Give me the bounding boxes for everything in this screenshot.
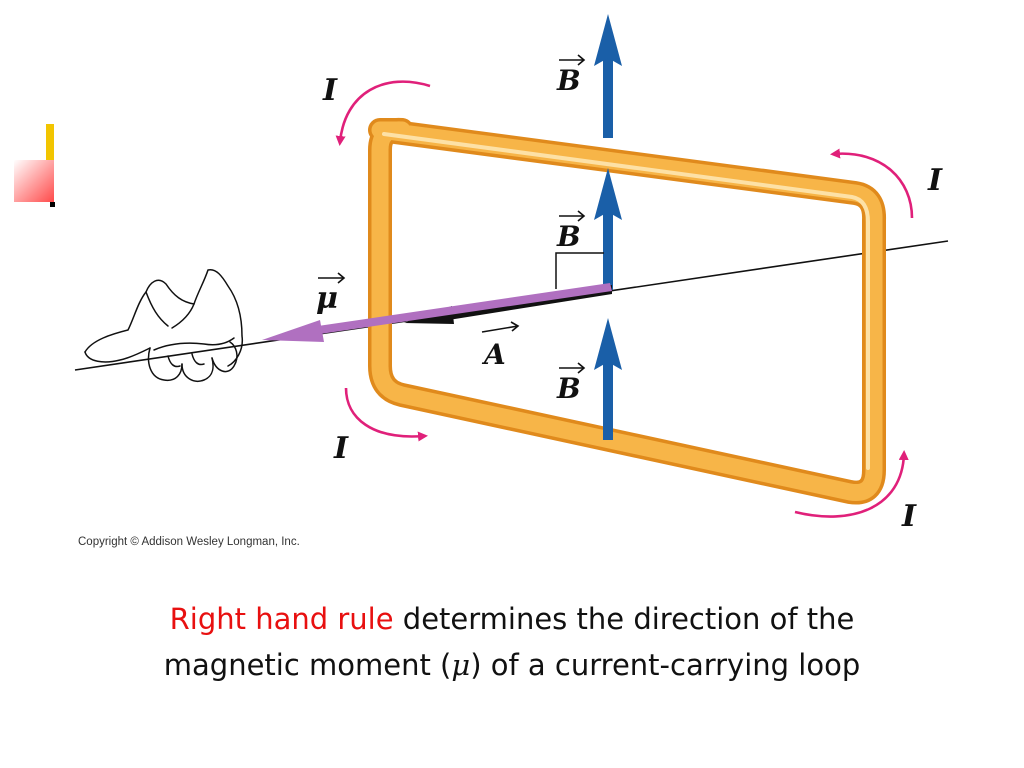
bullet-dot — [50, 202, 55, 207]
caption-text-1: determines the direction of the — [393, 602, 855, 636]
current-label-bottom-left: I — [333, 431, 349, 466]
field-label-bottom: B — [556, 362, 586, 405]
caption-highlight: Right hand rule — [169, 602, 394, 636]
yellow-bar — [46, 124, 54, 168]
caption-mu-symbol: μ — [451, 648, 471, 682]
caption-text-2: magnetic moment ( — [163, 648, 452, 682]
current-label-bottom-right: I — [901, 499, 917, 534]
current-arrow-bottom-right — [794, 450, 909, 518]
moment-label: μ — [316, 272, 346, 316]
right-hand-drawing — [84, 268, 244, 382]
moment-vector-arrow — [262, 283, 612, 342]
field-arrow-top — [594, 14, 622, 138]
svg-text:A: A — [481, 338, 506, 371]
caption: Right hand rule determines the direction… — [40, 596, 984, 688]
current-loop — [368, 117, 887, 505]
current-arrow-bottom-left — [344, 387, 428, 442]
right-angle-marker — [555, 252, 604, 289]
svg-text:B: B — [556, 372, 581, 405]
slide-decoration — [0, 118, 60, 213]
field-arrow-bottom — [594, 318, 622, 440]
field-label-middle: B — [556, 210, 586, 253]
current-arrow-top-left — [335, 80, 431, 146]
caption-text-3: ) of a current-carrying loop — [470, 648, 861, 682]
red-gradient-square — [14, 160, 54, 202]
svg-text:B: B — [556, 64, 581, 97]
copyright-notice: Copyright © Addison Wesley Longman, Inc. — [78, 536, 300, 548]
current-arrow-top-right — [830, 148, 914, 219]
current-label-top-right: I — [927, 163, 943, 198]
svg-text:μ: μ — [316, 281, 338, 316]
area-label: A — [481, 321, 520, 371]
field-label-top: B — [556, 54, 586, 97]
current-label-top-left: I — [322, 73, 338, 108]
svg-text:B: B — [556, 220, 581, 253]
current-loop-diagram: I I I I B B B μ A — [74, 14, 949, 534]
field-arrow-middle — [594, 168, 622, 290]
